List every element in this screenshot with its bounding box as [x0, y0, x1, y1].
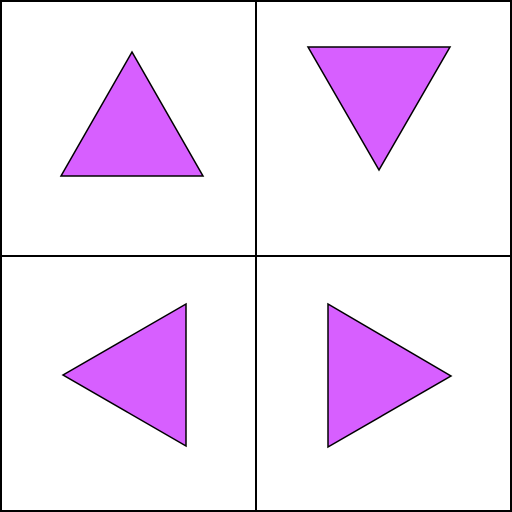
cell-top-left: [0, 0, 257, 257]
triangle-down-icon: [306, 46, 452, 172]
triangle-up-icon: [59, 50, 205, 177]
cell-bottom-left: [0, 255, 257, 512]
triangle-right-icon: [327, 302, 453, 449]
cell-bottom-right: [255, 255, 512, 512]
triangle-left-icon: [61, 302, 187, 448]
cell-top-right: [255, 0, 512, 257]
